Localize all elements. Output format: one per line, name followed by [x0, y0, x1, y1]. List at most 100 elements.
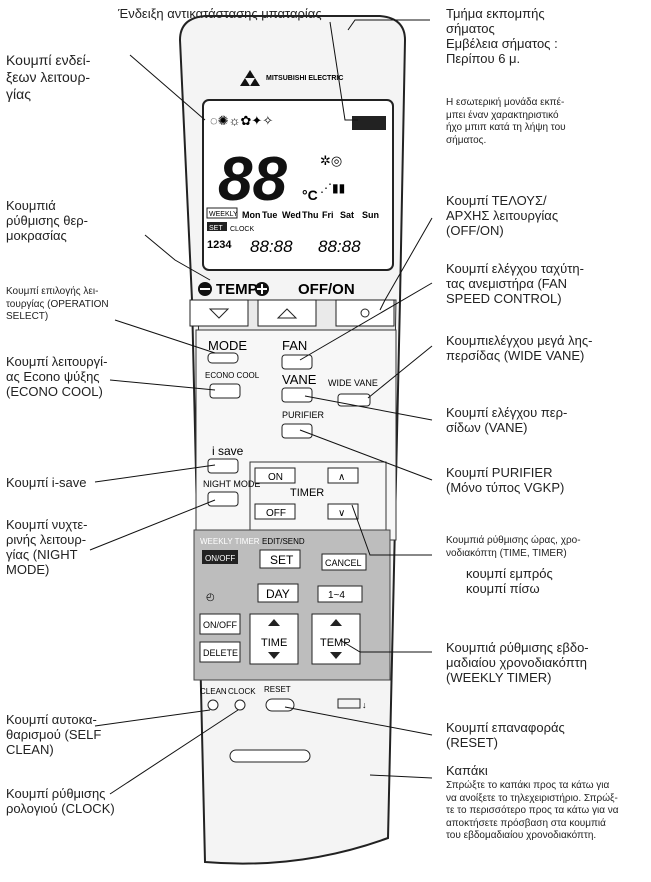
timer-down-button[interactable]	[327, 503, 359, 520]
fan-icon: ✲◎	[320, 153, 342, 168]
isave-button[interactable]	[207, 458, 239, 474]
range-button[interactable]	[317, 585, 363, 603]
label-display: Κουμπί ενδεί- ξεων λειτουρ- γίας	[6, 52, 91, 102]
mode-button[interactable]	[207, 352, 239, 364]
label-emitter: Τμήμα εκπομπής σήματος Εμβέλεια σήματος …	[446, 6, 558, 66]
svg-text:TIMER: TIMER	[290, 487, 324, 499]
svg-text:NIGHT MODE: NIGHT MODE	[203, 479, 260, 489]
onoff-button[interactable]	[199, 613, 241, 635]
label-weekly: Κουμπιά ρύθμισης εβδο- μαδιαίου χρονοδια…	[446, 640, 589, 685]
svg-text:TEMP: TEMP	[216, 281, 258, 298]
vane-button[interactable]	[281, 387, 313, 403]
purifier-button[interactable]	[281, 423, 313, 439]
label-reset: Κουμπί επαναφοράς (RESET)	[446, 720, 565, 750]
lcd-temp: 88	[218, 145, 287, 214]
svg-text:Sat: Sat	[340, 210, 354, 220]
label-lid: Καπάκι	[446, 763, 488, 778]
svg-text:Wed: Wed	[282, 210, 301, 220]
label-temp-buttons: Κουμπιά ρύθμισης θερ- μοκρασίας	[6, 198, 88, 243]
label-fan: Κουμπί ελέγχου ταχύτη- τας ανεμιστήρα (F…	[446, 261, 584, 306]
svg-text:WEEKLY: WEEKLY	[209, 211, 238, 218]
label-offon: Κουμπί ΤΕΛΟΥΣ/ ΑΡΧΗΣ λειτουργίας (OFF/ON…	[446, 193, 559, 238]
label-vane: Κουμπί ελέγχου περ- σίδων (VANE)	[446, 405, 568, 435]
svg-text:SET: SET	[270, 553, 294, 567]
svg-text:∨: ∨	[338, 508, 345, 519]
svg-text:Tue: Tue	[262, 210, 277, 220]
svg-text:ON/OFF: ON/OFF	[205, 554, 235, 563]
svg-text:↓: ↓	[362, 700, 367, 710]
svg-text:EDIT/SEND: EDIT/SEND	[262, 537, 305, 546]
svg-text:OFF/ON: OFF/ON	[298, 281, 355, 298]
timer-on-button[interactable]	[254, 467, 296, 484]
mode-icons: ◌✺☼✿✦✧	[210, 113, 273, 128]
cancel-button[interactable]	[321, 553, 367, 571]
set-button[interactable]	[259, 549, 301, 569]
brand-logo	[240, 70, 260, 86]
svg-text:OFF: OFF	[266, 508, 286, 519]
svg-text:Mon: Mon	[242, 210, 261, 220]
weekly-onoff-button[interactable]	[202, 550, 238, 564]
timer-off-button[interactable]	[254, 503, 296, 520]
delete-button[interactable]	[199, 641, 241, 663]
clock-button[interactable]	[234, 699, 246, 711]
label-econo: Κουμπί λειτουργί- ας Econo ψύξης (ECONO …	[6, 354, 108, 399]
label-isave: Κουμπί i-save	[6, 475, 87, 490]
svg-text:CLEAN: CLEAN	[200, 687, 227, 696]
label-op-select: Κουμπί επιλογής λει- τουργίας (OPERATION…	[6, 286, 109, 322]
clock-icon: ◴	[206, 592, 215, 603]
label-self-clean: Κουμπί αυτοκα- θαρισμού (SELF CLEAN)	[6, 712, 102, 757]
svg-text:WIDE VANE: WIDE VANE	[328, 378, 378, 388]
svg-text:RESET: RESET	[264, 685, 291, 694]
svg-text:SET: SET	[209, 225, 223, 232]
label-night: Κουμπί νυχτε- ρινής λειτουρ- γίας (NIGHT…	[6, 517, 88, 577]
reset-button[interactable]	[265, 698, 295, 712]
label-emitter-note: Η εσωτερική μονάδα εκπέ- μπει έναν χαρακ…	[446, 97, 566, 146]
label-forward-back: κουμπί εμπρός κουμπί πίσω	[466, 566, 553, 596]
svg-text:88:88: 88:88	[318, 237, 361, 256]
svg-text:DAY: DAY	[266, 587, 290, 601]
brand-text: MITSUBISHI ELECTRIC	[266, 75, 343, 82]
svg-text:1~4: 1~4	[328, 590, 345, 601]
lcd-unit: °C	[302, 187, 318, 203]
svg-text:ON/OFF: ON/OFF	[203, 620, 237, 630]
svg-text:TEMP: TEMP	[320, 637, 351, 649]
vane-icon: ⋰▮▮	[320, 181, 345, 195]
label-wide-vane: Κουμπιελέγχου μεγά λης- περσίδας (WIDE V…	[446, 333, 593, 363]
label-clock: Κουμπί ρύθμισης ρολογιού (CLOCK)	[6, 786, 115, 816]
econo-cool-button[interactable]	[209, 383, 241, 399]
night-mode-button[interactable]	[207, 491, 239, 507]
label-purifier: Κουμπί PURIFIER (Μόνο τύπος VGKP)	[446, 465, 565, 495]
svg-text:Sun: Sun	[362, 210, 379, 220]
lcd-days: Mon Tue Wed Thu Fri Sat Sun	[242, 210, 379, 220]
svg-text:VANE: VANE	[282, 372, 317, 387]
svg-text:Thu: Thu	[302, 210, 319, 220]
day-button[interactable]	[257, 583, 299, 603]
svg-text:MODE: MODE	[208, 338, 247, 353]
temp-down-button[interactable]	[189, 299, 249, 327]
battery-door-icon	[337, 698, 361, 709]
svg-text:ON: ON	[268, 472, 283, 483]
clean-button[interactable]	[207, 699, 219, 711]
lid-slot	[229, 749, 311, 763]
svg-text:∧: ∧	[338, 472, 345, 483]
svg-text:CLOCK: CLOCK	[230, 226, 254, 233]
svg-text:Fri: Fri	[322, 210, 334, 220]
svg-text:ECONO COOL: ECONO COOL	[205, 371, 260, 380]
svg-text:88:88: 88:88	[250, 237, 293, 256]
temp-up-button[interactable]	[257, 299, 317, 327]
svg-text:FAN: FAN	[282, 338, 307, 353]
svg-text:CANCEL: CANCEL	[325, 558, 362, 568]
svg-text:1234: 1234	[207, 239, 232, 251]
svg-text:i save: i save	[212, 444, 244, 458]
fan-button[interactable]	[281, 354, 313, 370]
svg-text:DELETE: DELETE	[203, 648, 238, 658]
wide-vane-button[interactable]	[337, 393, 371, 407]
lcd-display	[202, 99, 394, 271]
svg-text:WEEKLY TIMER: WEEKLY TIMER	[200, 537, 260, 546]
svg-text:TIME: TIME	[261, 637, 287, 649]
timer-up-button[interactable]	[327, 467, 359, 484]
svg-text:CLOCK: CLOCK	[228, 687, 256, 696]
svg-text:PURIFIER: PURIFIER	[282, 410, 325, 420]
battery-icon	[352, 116, 386, 130]
